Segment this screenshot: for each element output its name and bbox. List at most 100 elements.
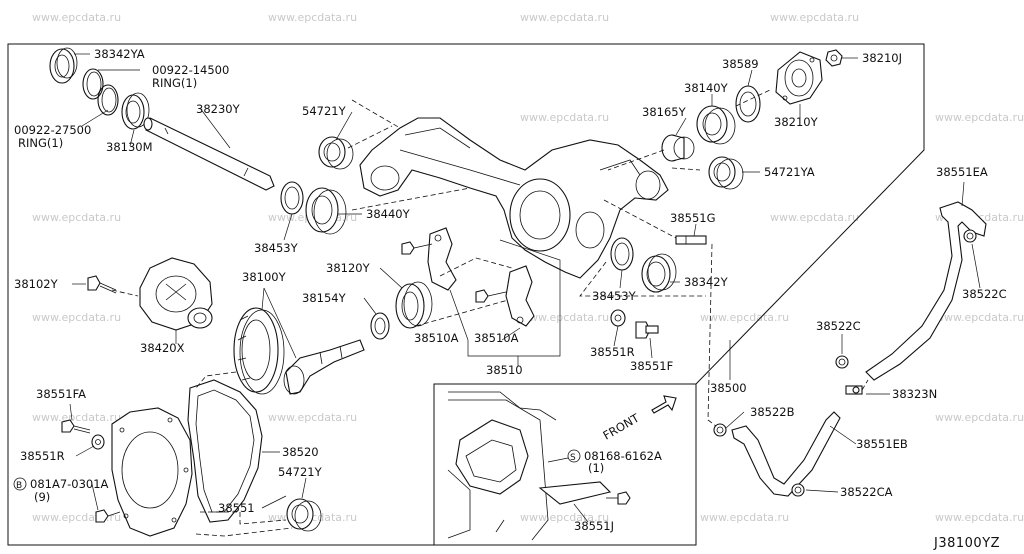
part-label: 38342Y <box>684 275 729 289</box>
leader-lines <box>69 53 981 523</box>
part-label: 38130M <box>106 140 153 154</box>
part-label: 38522C <box>816 319 861 333</box>
part-label: 00922-14500 <box>152 63 229 77</box>
clamp-38522CA <box>791 483 805 497</box>
part-label: 54721Y <box>302 104 347 118</box>
part-label: RING(1) <box>18 136 63 150</box>
part-label: 38120Y <box>326 261 371 275</box>
part-label: 38342YA <box>94 47 145 61</box>
part-labels: 38342YA 00922-14500 RING(1) 00922-27500 … <box>13 47 1007 533</box>
watermark-text: www.epcdata.ru <box>32 511 121 524</box>
hose-38551EB <box>731 411 841 497</box>
inset-bracket <box>447 391 631 541</box>
part-label: 38551R <box>20 449 65 463</box>
washer-38154Y <box>370 312 390 340</box>
part-label: 38420X <box>140 341 185 355</box>
bearing-54721Y-bottom <box>286 498 322 532</box>
bolt-081A7 <box>95 509 121 523</box>
part-label: 54721YA <box>764 165 815 179</box>
clamp-38522C-right <box>963 229 977 243</box>
part-label: 38230Y <box>196 102 241 116</box>
bearing-38130M <box>121 92 150 130</box>
clamp-38522C-mid <box>835 355 849 369</box>
front-arrow-icon <box>651 395 677 414</box>
front-label: FRONT <box>601 410 643 442</box>
seal-38342Y <box>641 253 677 293</box>
watermark-text: www.epcdata.ru <box>520 11 609 24</box>
part-label: 38522CA <box>840 485 893 499</box>
part-label: 38102Y <box>14 277 59 291</box>
watermark-text: www.epcdata.ru <box>268 411 357 424</box>
watermark-text: www.epcdata.ru <box>32 311 121 324</box>
part-label: 38551EA <box>936 165 988 179</box>
watermark-text: www.epcdata.ru <box>770 211 859 224</box>
part-label: 38165Y <box>642 105 687 119</box>
part-label: 38140Y <box>684 81 729 95</box>
part-label: 38510 <box>486 363 523 377</box>
washer-38551R-left <box>91 434 105 450</box>
washer-38453Y-left <box>280 181 304 215</box>
circle-b-letter: B <box>16 481 22 491</box>
part-label: 38453Y <box>592 289 637 303</box>
shaft-38230Y <box>143 117 275 191</box>
diagram-code: J38100YZ <box>933 536 1000 551</box>
part-label: 38210J <box>862 51 902 65</box>
clamp-38522B <box>713 423 727 437</box>
flange-38210Y <box>775 51 823 105</box>
cap-bolts <box>401 241 507 303</box>
watermark-text: www.epcdata.ru <box>32 11 121 24</box>
part-label: 38551J <box>574 519 614 533</box>
washer-38551R-right <box>610 309 626 327</box>
watermark-text: www.epcdata.ru <box>268 11 357 24</box>
guide-lines <box>111 89 869 537</box>
watermark-text: www.epcdata.ru <box>32 211 121 224</box>
watermark-text: www.epcdata.ru <box>700 511 789 524</box>
watermark-text: www.epcdata.ru <box>935 311 1024 324</box>
watermark-text: www.epcdata.ru <box>520 311 609 324</box>
circle-b-icon <box>13 477 27 491</box>
watermark-text: www.epcdata.ru <box>935 511 1024 524</box>
breather-38551G <box>675 235 707 245</box>
axle-housing <box>359 117 669 279</box>
part-label: RING(1) <box>152 76 197 90</box>
watermark-text: www.epcdata.ru <box>935 411 1024 424</box>
diff-case-38420X <box>139 257 213 331</box>
ring-gear-38100Y <box>233 307 285 395</box>
snap-ring-00922-27500 <box>97 84 119 116</box>
part-label: 08168-6162A <box>584 449 662 463</box>
part-label: 38453Y <box>254 241 299 255</box>
watermark-text: www.epcdata.ru <box>770 11 859 24</box>
bearing-38120Y <box>395 281 433 329</box>
part-label: 38100Y <box>242 270 287 284</box>
part-label: 38522B <box>750 405 795 419</box>
watermark-text: www.epcdata.ru <box>935 111 1024 124</box>
bearing-54721Y-top <box>318 136 354 170</box>
circle-s-icon <box>567 449 581 463</box>
bolt-38551FA <box>61 419 91 434</box>
part-label: 38522C <box>962 287 1007 301</box>
part-label: (1) <box>588 461 604 475</box>
bearing-54721YA <box>708 156 744 190</box>
bearing-38440Y <box>305 187 347 235</box>
part-label: 38154Y <box>302 291 347 305</box>
connector-38323N <box>845 385 863 395</box>
snap-ring-00922-14500 <box>82 68 104 100</box>
part-label: 38500 <box>710 381 747 395</box>
part-label: 081A7-0301A <box>30 477 109 491</box>
oil-seal-38342YA <box>49 47 78 84</box>
part-label: 38210Y <box>774 115 819 129</box>
watermark-text: www.epcdata.ru <box>520 111 609 124</box>
inset-frame <box>433 383 697 546</box>
bearing-38140Y <box>696 105 736 145</box>
part-label: 38510A <box>474 331 519 345</box>
circle-s-letter: S <box>570 453 576 463</box>
watermark-text: www.epcdata.ru <box>700 311 789 324</box>
bearing-cap-38510A-2 <box>505 265 535 327</box>
part-label: (9) <box>34 490 50 504</box>
nut-38210J <box>825 49 843 67</box>
part-label: 38323N <box>892 387 937 401</box>
part-label: 38551FA <box>36 387 86 401</box>
part-label: 38551F <box>630 359 673 373</box>
